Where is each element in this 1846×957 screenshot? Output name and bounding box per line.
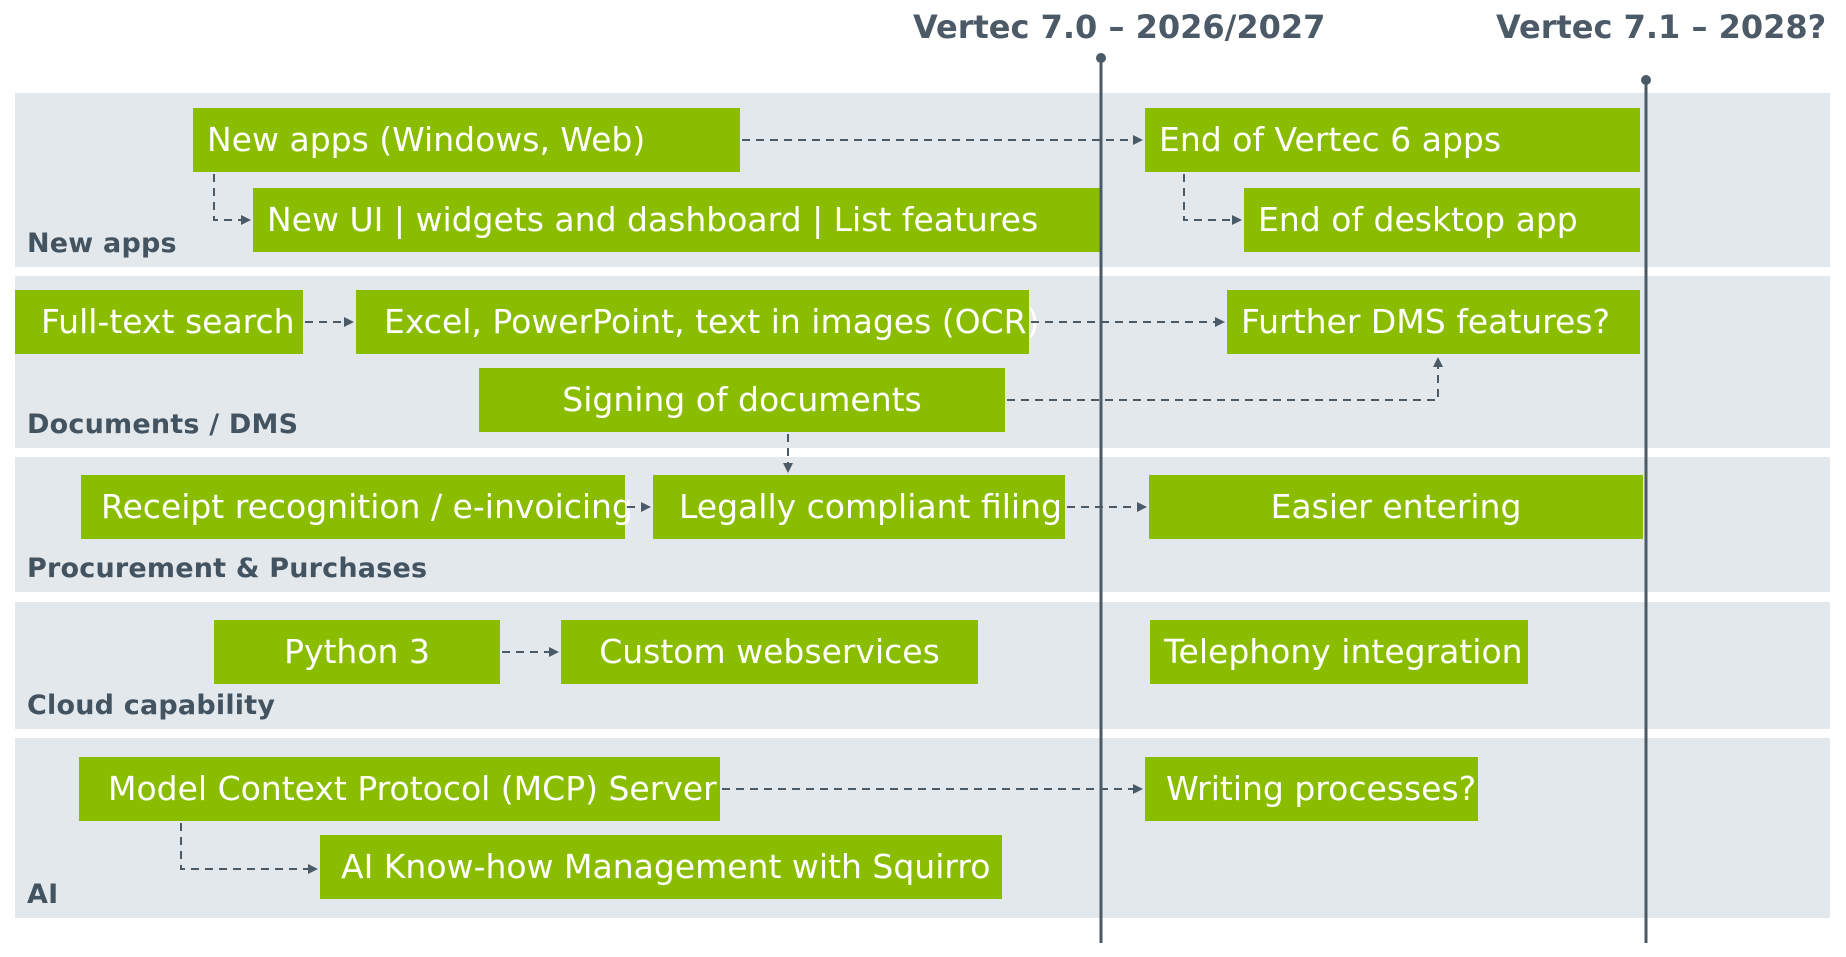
item-telephony-integration: Telephony integration	[1150, 620, 1528, 684]
item-mcp-server: Model Context Protocol (MCP) Server	[79, 757, 720, 821]
item-receipt-recognition: Receipt recognition / e-invoicing	[81, 475, 633, 539]
item-end-vertec-6-apps: End of Vertec 6 apps	[1145, 108, 1640, 172]
item-legally-compliant-filing: Legally compliant filing	[653, 475, 1065, 539]
lane-label-cloud: Cloud capability	[27, 690, 276, 721]
item-excel-powerpoint-ocr: Excel, PowerPoint, text in images (OCR)	[356, 290, 1039, 354]
milestone-label-vertec-7-0: Vertec 7.0 – 2026/2027	[913, 8, 1326, 46]
lane-label-procurement: Procurement & Purchases	[27, 553, 428, 584]
item-further-dms-features: Further DMS features?	[1227, 290, 1640, 354]
lane-label-ai: AI	[27, 879, 59, 910]
item-python-3: Python 3	[214, 620, 500, 684]
item-writing-processes: Writing processes?	[1145, 757, 1478, 821]
item-full-text-search: Full-text search	[15, 290, 303, 354]
item-signing-of-documents: Signing of documents	[479, 368, 1005, 432]
item-new-apps-windows-web: New apps (Windows, Web)	[193, 108, 740, 172]
lane-label-documents-dms: Documents / DMS	[27, 409, 299, 440]
lane-label-new-apps: New apps	[27, 228, 177, 259]
item-end-desktop-app: End of desktop app	[1244, 188, 1640, 252]
item-ai-know-how-squirro: AI Know-how Management with Squirro	[320, 835, 1002, 899]
item-new-ui: New UI | widgets and dashboard | List fe…	[253, 188, 1101, 252]
milestone-label-vertec-7-1: Vertec 7.1 – 2028?	[1496, 8, 1827, 46]
item-easier-entering: Easier entering	[1149, 475, 1643, 539]
item-custom-webservices: Custom webservices	[561, 620, 978, 684]
